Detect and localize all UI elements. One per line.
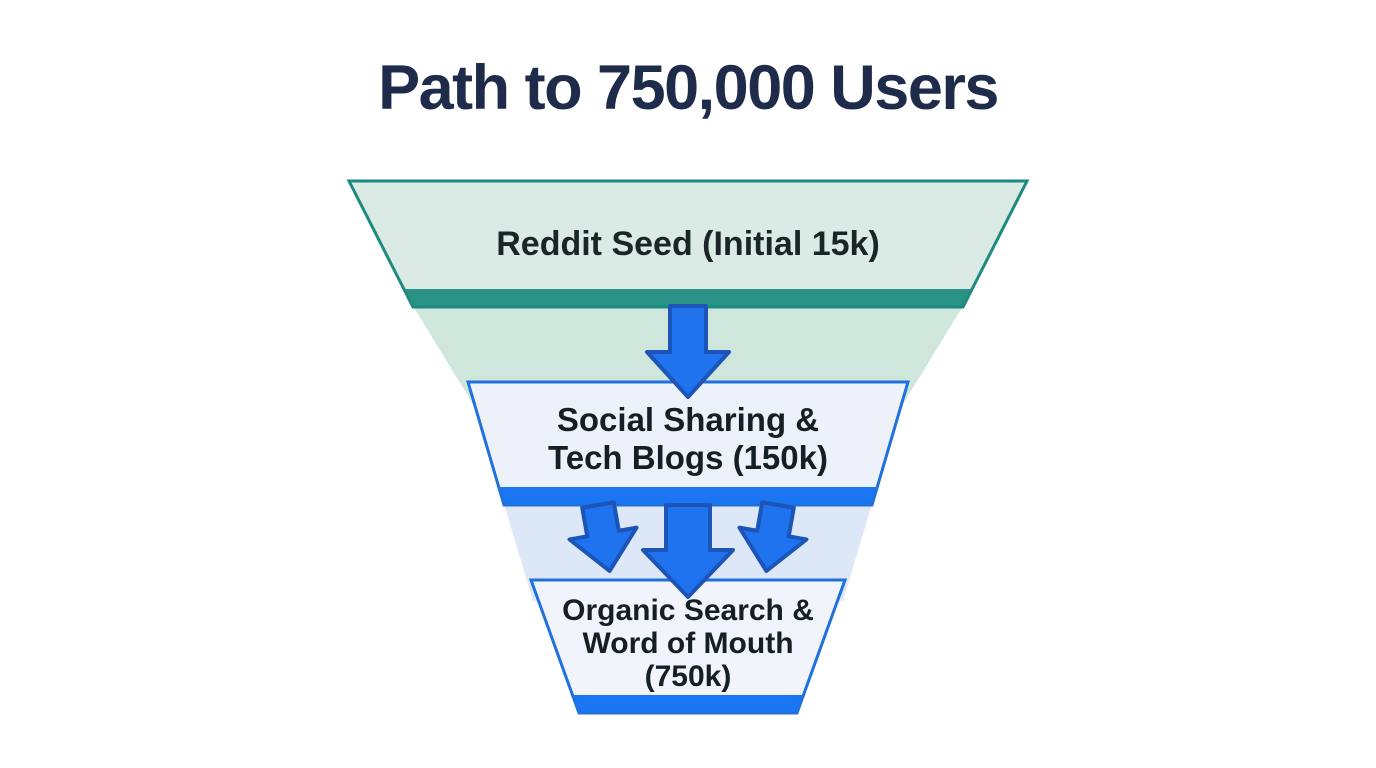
- stage-1-band: [405, 289, 971, 307]
- stage-3-band: [573, 695, 803, 713]
- stage-1-trapezoid: [349, 181, 1027, 307]
- stage-2-band: [499, 487, 877, 505]
- stage-2-trapezoid: [468, 382, 908, 505]
- stage-3-label: Organic Search & Word of Mouth (750k): [562, 594, 814, 693]
- down-arrow-left-icon: [567, 500, 639, 573]
- stage-3-trapezoid: [531, 580, 845, 713]
- down-arrow-icon: [645, 304, 731, 399]
- stage-1-label: Reddit Seed (Initial 15k): [496, 225, 880, 263]
- stage-3-outline: [528, 578, 848, 715]
- stage-2-label: Social Sharing & Tech Blogs (150k): [548, 401, 828, 476]
- down-arrow-middle-icon: [641, 503, 735, 599]
- stage-1-outline: [346, 179, 1030, 309]
- page-title: Path to 750,000 Users: [378, 53, 999, 123]
- stage-2-outline: [465, 380, 911, 507]
- down-arrow-right-icon: [737, 500, 809, 573]
